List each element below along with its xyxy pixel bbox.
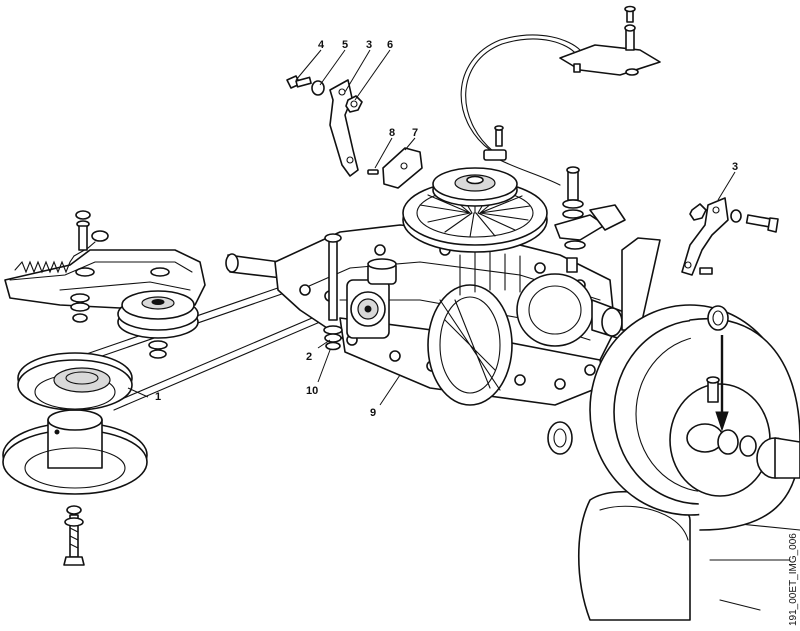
- idler-pulley: [117, 290, 199, 359]
- control-cable: [460, 34, 581, 186]
- callout-3-right: 3: [732, 161, 738, 173]
- bolt-4: [286, 75, 312, 89]
- callout-9: 9: [370, 407, 376, 419]
- wheel-hub: [686, 305, 800, 479]
- washer-5: [311, 80, 325, 96]
- bolt-small-right: [689, 203, 713, 275]
- input-pulley-fan: [402, 167, 548, 253]
- callout-2: 2: [306, 351, 312, 363]
- pad-7: [382, 147, 423, 189]
- cable-clamp-upper: [559, 5, 661, 76]
- nut-6: [345, 95, 363, 113]
- callout-10: 10: [306, 385, 318, 397]
- tension-spring: [14, 241, 96, 274]
- callout-1: 1: [155, 391, 161, 403]
- mounting-bolt-left: [323, 233, 343, 351]
- image-id-label: 191_00ET_IMG_006: [788, 533, 799, 626]
- pulley-bolt: [63, 505, 85, 566]
- tire: [577, 469, 800, 621]
- wheel-key: [706, 376, 720, 403]
- callout-5: 5: [342, 39, 348, 51]
- callout-8: 8: [389, 127, 395, 139]
- engine-pulley: [2, 352, 148, 495]
- bolt-right: [730, 209, 779, 233]
- mounting-bracket-top: [329, 79, 359, 177]
- callout-4: 4: [318, 39, 325, 51]
- linkage-bracket: [554, 166, 626, 273]
- transaxle-housing: [225, 224, 661, 455]
- callout-7: 7: [412, 127, 418, 139]
- mounting-bracket-right: [681, 197, 729, 276]
- callout-3-top: 3: [366, 39, 372, 51]
- screw-8: [367, 169, 379, 175]
- wheel-rim: [589, 304, 800, 531]
- callout-6: 6: [387, 39, 393, 51]
- idler-hardware: [70, 210, 109, 323]
- callout-leaders: [127, 49, 736, 406]
- cable-clamp-lower: [483, 125, 507, 161]
- assembly-arrow: [715, 335, 729, 432]
